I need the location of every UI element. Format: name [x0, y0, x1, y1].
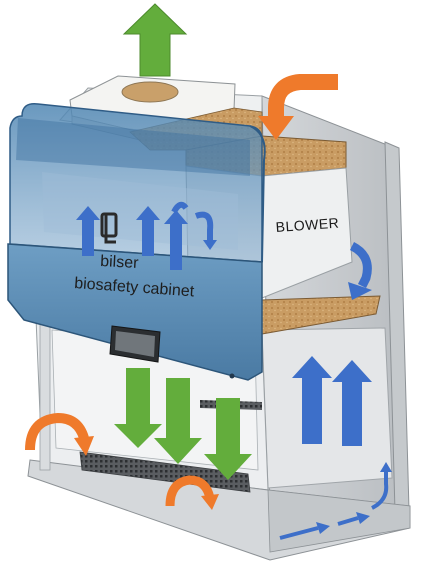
intake-arrow-icon	[268, 74, 338, 118]
front-grille	[79, 451, 251, 493]
downflow-arrow-icon	[114, 368, 162, 448]
downflow-arrow-icon	[154, 378, 202, 464]
blower-label: BLOWER	[275, 215, 340, 235]
cabinet-body	[27, 87, 411, 561]
front-glass-panel	[9, 103, 266, 263]
downflow-arrows	[114, 368, 252, 480]
upflow-arrow-icon	[332, 360, 372, 446]
inflow-arrows	[76, 201, 217, 270]
bottom-flow-arrows	[279, 462, 392, 540]
upflow-arrow-icon	[164, 210, 188, 270]
exhaust-arrow-icon	[122, 3, 188, 77]
upflow-arrow-icon	[292, 356, 332, 444]
intake-arrowhead	[258, 116, 294, 140]
brand-label: bilser	[100, 253, 140, 272]
upflow-arrow-icon	[136, 206, 160, 256]
upflow-arrow-icon	[76, 206, 100, 256]
downflow-arrow-icon	[204, 398, 252, 480]
panel-indicator	[229, 373, 235, 379]
bilser-logo	[100, 212, 118, 244]
front-intake-arrow-icon	[165, 475, 215, 507]
recirculation-arrow-icon	[349, 241, 372, 289]
exhaust-opening	[121, 81, 179, 103]
front-intake-arrow-icon	[25, 412, 89, 451]
front-control-panel	[7, 243, 263, 381]
